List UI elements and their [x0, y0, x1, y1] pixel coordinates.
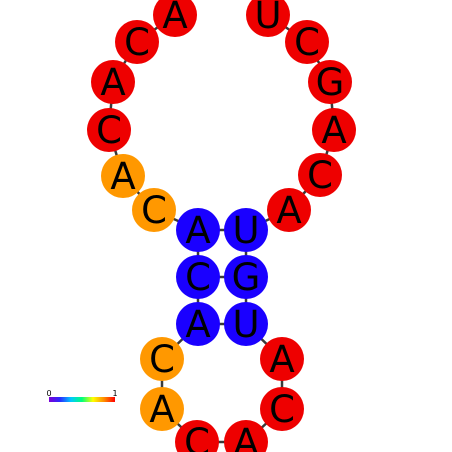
- nucleotide-letter: A: [149, 388, 174, 431]
- nucleotide-circle: [87, 108, 131, 152]
- nucleotide-circle: [176, 302, 220, 346]
- nucleotide-circle: [308, 60, 352, 104]
- nucleotide-letter: U: [232, 209, 259, 252]
- nucleotide: U: [224, 208, 268, 252]
- nucleotide-circle: [224, 420, 268, 452]
- color-scale-bar: [49, 397, 115, 402]
- nucleotide: C: [140, 337, 184, 381]
- nucleotide: A: [140, 387, 184, 431]
- nucleotide-circle: [101, 154, 145, 198]
- nucleotide-letter: C: [184, 421, 210, 452]
- nucleotide: A: [176, 302, 220, 346]
- nucleotide: C: [115, 20, 159, 64]
- nucleotide-circle: [285, 20, 329, 64]
- nucleotide-circle: [224, 208, 268, 252]
- nucleotide: C: [132, 188, 176, 232]
- nucleotide-circle: [260, 387, 304, 431]
- nucleotide-circle: [260, 337, 304, 381]
- nucleotide-circle: [115, 20, 159, 64]
- nucleotide: C: [285, 20, 329, 64]
- nucleotide-letter: C: [96, 109, 122, 152]
- nucleotide: A: [91, 60, 135, 104]
- nucleotide: A: [267, 188, 311, 232]
- nucleotide: C: [87, 108, 131, 152]
- nucleotide-circle: [140, 387, 184, 431]
- nucleotide: A: [224, 420, 268, 452]
- nucleotide-letter: A: [110, 155, 135, 198]
- nucleotide-circle: [91, 60, 135, 104]
- nucleotide-letter: G: [316, 61, 345, 104]
- nucleotide-letter: U: [232, 303, 259, 346]
- nucleotide-letter: A: [269, 338, 294, 381]
- nucleotide: G: [224, 255, 268, 299]
- nucleotide-letter: A: [233, 421, 258, 452]
- nucleotide-letter: A: [100, 61, 125, 104]
- nucleotide: A: [260, 337, 304, 381]
- nucleotide: U: [224, 302, 268, 346]
- nucleotide: A: [153, 0, 197, 37]
- nucleotide: U: [246, 0, 290, 37]
- color-scale-max-label: 1: [112, 389, 117, 398]
- nucleotide: A: [176, 208, 220, 252]
- nucleotide: A: [101, 154, 145, 198]
- nucleotide: G: [308, 60, 352, 104]
- nucleotide-circle: [298, 153, 342, 197]
- nucleotide-circle: [267, 188, 311, 232]
- nucleotide-letter: C: [185, 256, 211, 299]
- nucleotide-letter: C: [149, 338, 175, 381]
- color-scale-min-label: 0: [46, 389, 51, 398]
- nucleotide-circle: [153, 0, 197, 37]
- nucleotide-letter: A: [276, 189, 301, 232]
- nucleotide-circle: [176, 255, 220, 299]
- nucleotide-letter: A: [185, 303, 210, 346]
- nucleotide-circle: [176, 208, 220, 252]
- nucleotide-letter: A: [185, 209, 210, 252]
- nucleotide: C: [175, 420, 219, 452]
- nucleotide-circle: [175, 420, 219, 452]
- nucleotide-circle: [224, 302, 268, 346]
- nucleotide-circle: [246, 0, 290, 37]
- nucleotide-letter: A: [321, 109, 346, 152]
- nucleotide: A: [312, 108, 356, 152]
- nucleotide-letter: G: [232, 256, 261, 299]
- nucleotide: C: [298, 153, 342, 197]
- nucleotide-circle: [132, 188, 176, 232]
- nucleotide-letter: C: [269, 388, 295, 431]
- nucleotide-letter: A: [162, 0, 187, 37]
- nucleotide-letter: C: [307, 154, 333, 197]
- nucleotide-letter: C: [141, 189, 167, 232]
- nucleotide-letter: C: [294, 21, 320, 64]
- color-scale-legend: 0 1: [46, 389, 118, 402]
- nucleotide-letter: C: [124, 21, 150, 64]
- nucleotide: C: [176, 255, 220, 299]
- nucleotide-circle: [224, 255, 268, 299]
- nucleotide-circle: [140, 337, 184, 381]
- nucleotide-circle: [312, 108, 356, 152]
- nucleotide-letter: U: [254, 0, 281, 37]
- nucleotide: C: [260, 387, 304, 431]
